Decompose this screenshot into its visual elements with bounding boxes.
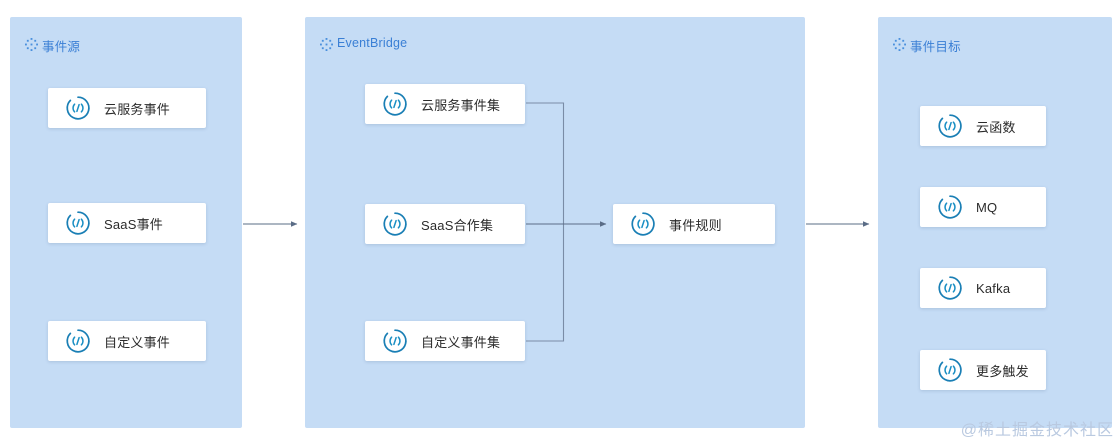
card-event-rule[interactable]: 事件规则 [613, 204, 775, 244]
card-saas-event[interactable]: SaaS事件 [48, 203, 206, 243]
event-ring-icon [383, 329, 407, 353]
event-ring-icon [631, 212, 655, 236]
card-label: MQ [976, 199, 998, 215]
scatter-dots-icon [320, 38, 333, 51]
card-label: 更多触发 [976, 363, 1029, 379]
event-ring-icon [938, 358, 962, 382]
event-ring-icon [938, 276, 962, 300]
card-label: 自定义事件 [104, 334, 171, 350]
card-custom-event-set[interactable]: 自定义事件集 [365, 321, 525, 361]
card-label: 事件规则 [669, 217, 722, 233]
card-kafka[interactable]: Kafka [920, 268, 1046, 308]
event-ring-icon [66, 211, 90, 235]
card-cloud-function[interactable]: 云函数 [920, 106, 1046, 146]
card-mq[interactable]: MQ [920, 187, 1046, 227]
scatter-dots-icon [25, 38, 38, 51]
card-more-triggers[interactable]: 更多触发 [920, 350, 1046, 390]
event-ring-icon [66, 96, 90, 120]
card-label: SaaS事件 [104, 216, 164, 232]
event-ring-icon [383, 92, 407, 116]
panel-title-eventbridge: EventBridge [337, 36, 408, 50]
card-label: 云函数 [976, 119, 1016, 135]
card-label: SaaS合作集 [421, 217, 494, 233]
panel-title-event-target: 事件目标 [910, 40, 961, 54]
event-ring-icon [938, 114, 962, 138]
panel-title-event-source: 事件源 [42, 40, 81, 54]
card-custom-event[interactable]: 自定义事件 [48, 321, 206, 361]
card-label: 云服务事件 [104, 101, 171, 117]
card-label: Kafka [976, 280, 1011, 296]
event-ring-icon [383, 212, 407, 236]
card-cloud-service-event[interactable]: 云服务事件 [48, 88, 206, 128]
scatter-dots-icon [893, 38, 906, 51]
card-saas-partner-set[interactable]: SaaS合作集 [365, 204, 525, 244]
watermark: @稀土掘金技术社区 [960, 422, 1114, 439]
card-label: 自定义事件集 [421, 334, 501, 350]
event-ring-icon [66, 329, 90, 353]
event-ring-icon [938, 195, 962, 219]
card-label: 云服务事件集 [421, 97, 501, 113]
card-cloud-service-event-set[interactable]: 云服务事件集 [365, 84, 525, 124]
